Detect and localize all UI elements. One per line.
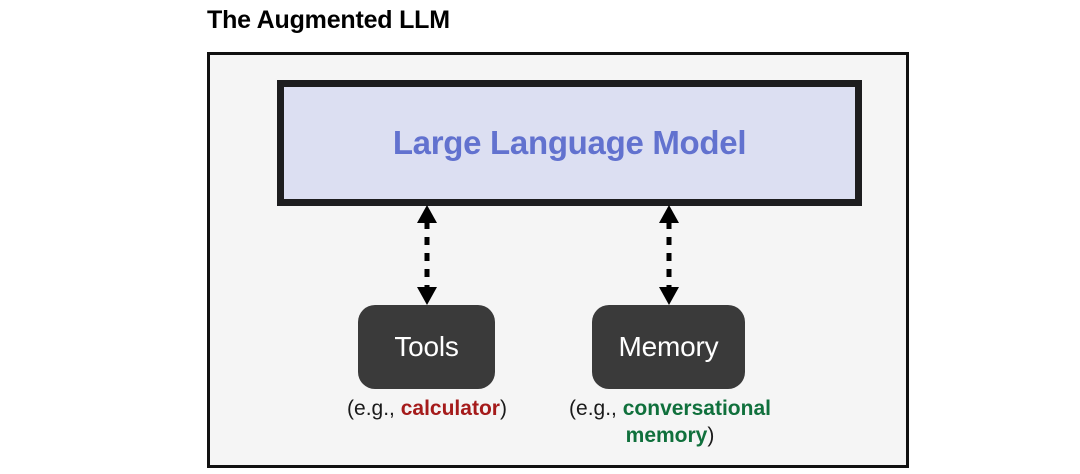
caption-prefix: (e.g., [347, 397, 401, 420]
capability-caption-memory: (e.g., conversational memory) [547, 396, 793, 449]
capability-node-tools-label: Tools [394, 331, 459, 362]
llm-memory-connector-arrow [659, 205, 679, 305]
capability-node-tools: Tools [358, 305, 495, 389]
llm-tools-connector-arrow [417, 205, 437, 305]
caption-suffix: ) [499, 397, 507, 420]
caption-highlight: calculator [400, 397, 500, 420]
llm-node-label: Large Language Model [392, 124, 747, 161]
llm-node: Large Language Model [277, 80, 862, 206]
capability-caption-tools: (e.g., calculator) [318, 396, 536, 423]
caption-highlight: conversational memory [622, 397, 771, 447]
page-title: The Augmented LLM [207, 6, 450, 34]
capability-node-memory-label: Memory [618, 331, 719, 362]
caption-prefix: (e.g., [569, 397, 623, 420]
caption-suffix: ) [707, 423, 715, 447]
capability-node-memory: Memory [592, 305, 745, 389]
